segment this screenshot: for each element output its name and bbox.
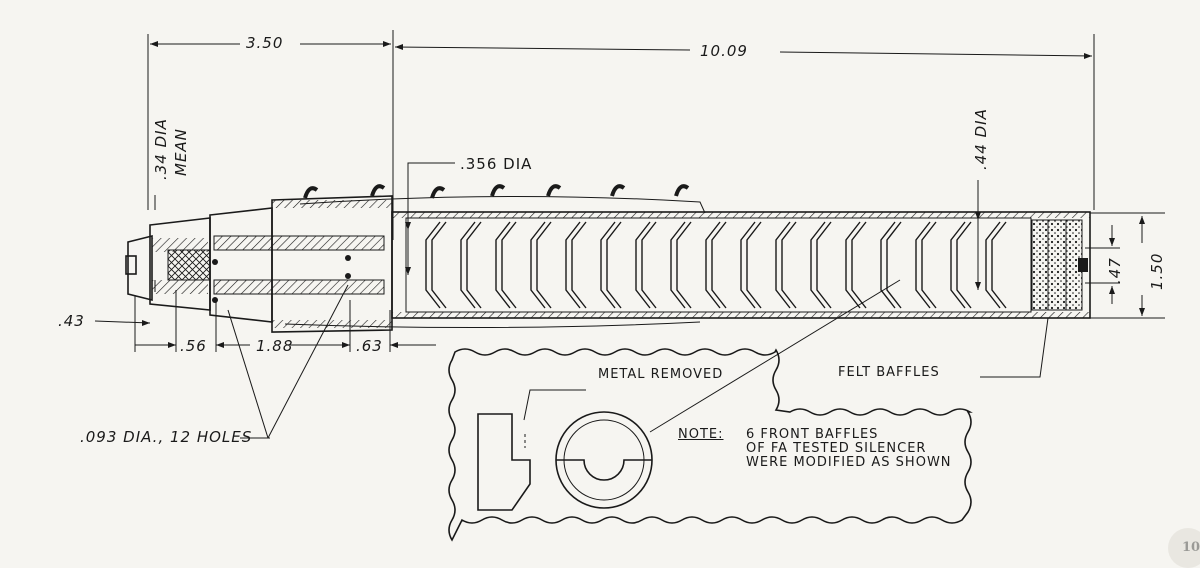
dim-3-50: 3.50 <box>246 34 284 52</box>
diameter-leaders <box>154 162 981 292</box>
baffle <box>565 221 587 309</box>
dim-34-dia: .34 DIA <box>152 118 170 180</box>
baffle <box>810 221 832 309</box>
felt-baffle-pack <box>1031 219 1088 311</box>
dim-43: .43 <box>58 312 85 330</box>
dim-1-50: 1.50 <box>1148 252 1166 290</box>
baffle <box>705 221 727 309</box>
baffle <box>530 221 552 309</box>
holes-leader <box>227 284 349 439</box>
baffle <box>670 221 692 309</box>
metal-removed-label: METAL REMOVED <box>598 367 724 382</box>
baffle <box>985 221 1007 309</box>
dim-34-mean: MEAN <box>172 128 190 176</box>
dim-63: .63 <box>356 337 383 355</box>
baffle <box>460 221 482 309</box>
right-dimension-lines <box>1085 212 1165 319</box>
baffle <box>600 221 622 309</box>
baffle <box>845 221 867 309</box>
dim-1-88: 1.88 <box>256 337 294 355</box>
holes-callout: .093 DIA., 12 HOLES <box>80 428 253 446</box>
felt-baffles-label: FELT BAFFLES <box>838 365 940 380</box>
baffle-stack <box>425 221 1007 309</box>
note-line-3: WERE MODIFIED AS SHOWN <box>746 455 952 470</box>
baffle <box>495 221 517 309</box>
dim-356-dia: .356 DIA <box>460 155 533 173</box>
baffle <box>950 221 972 309</box>
baffle <box>915 221 937 309</box>
baffle <box>425 221 447 309</box>
note-label: NOTE: <box>678 427 724 442</box>
dim-56: .56 <box>180 337 207 355</box>
baffle-side-view <box>477 413 531 511</box>
silencer-body <box>125 184 1091 333</box>
baffle <box>775 221 797 309</box>
bottom-dimension-lines <box>94 290 436 352</box>
dim-44-dia: .44 DIA <box>972 108 990 170</box>
baffle <box>880 221 902 309</box>
felt-leader <box>980 317 1049 378</box>
note-box <box>448 348 973 542</box>
metal-removed-leader <box>523 389 586 421</box>
dim-47: .47 <box>1106 257 1124 284</box>
note-line-2: OF FA TESTED SILENCER <box>746 441 927 456</box>
page-number: 10 <box>1168 528 1200 568</box>
top-dimension-lines <box>147 30 1095 240</box>
baffle <box>635 221 657 309</box>
baffle-front-view <box>555 411 653 509</box>
note-line-1: 6 FRONT BAFFLES <box>746 427 879 442</box>
baffle <box>740 221 762 309</box>
dim-10-09: 10.09 <box>700 42 748 60</box>
modified-baffle-leader <box>649 279 901 433</box>
